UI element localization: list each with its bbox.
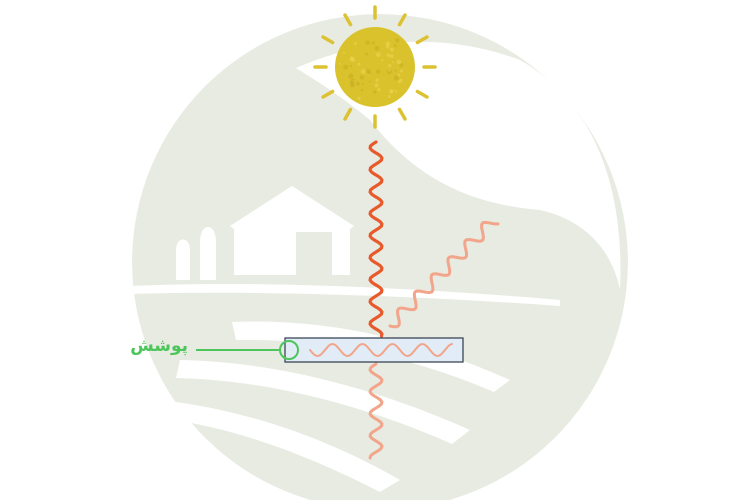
transmitted-radiation-wave [368,362,384,460]
coating-layer [284,337,464,363]
sun-ray [343,107,353,121]
tree-icon [176,227,216,280]
label-pointer-circle [279,340,299,360]
sun-ray [343,13,353,27]
coating-label: پوشش [130,336,188,356]
reflected-radiation-wave [388,220,500,329]
sun-ray [415,89,429,99]
house-icon [230,186,354,277]
absorbed-radiation-wave [309,342,453,358]
sun-ray [397,13,407,27]
sun-ray [321,35,335,45]
sun-ray [321,89,335,99]
sun-icon [313,5,437,129]
sun-ray [415,35,429,45]
sun-ray [397,107,407,121]
incoming-radiation-wave [368,140,384,338]
